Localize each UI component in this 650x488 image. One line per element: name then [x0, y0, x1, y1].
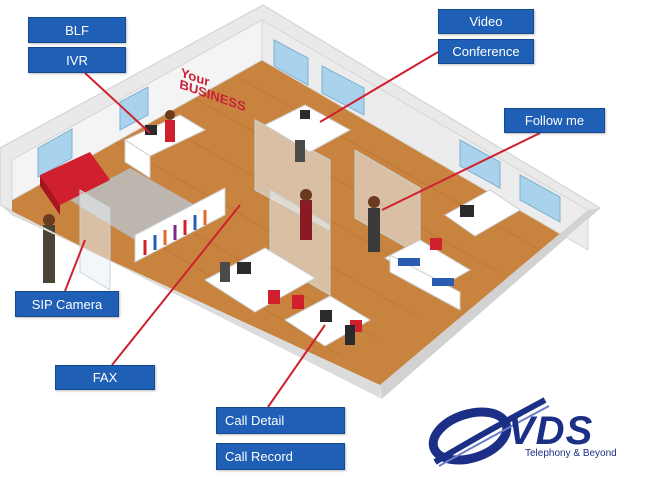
- pointer-video-conference: [319, 51, 439, 123]
- vds-logo-text: VDS: [508, 409, 594, 453]
- right-wall-edge: [380, 208, 600, 398]
- vds-tagline: Telephony & Beyond: [525, 448, 617, 459]
- pointer-call-detail: [267, 324, 326, 408]
- pointer-lines: [64, 51, 541, 408]
- white-desks: [123, 104, 521, 347]
- windows: [37, 39, 561, 223]
- call-detail-label: Call Detail: [216, 407, 345, 434]
- bookshelves: [134, 187, 461, 311]
- pointer-sip-camera: [64, 239, 86, 292]
- monitors: [145, 110, 474, 322]
- fax-label: FAX: [55, 365, 155, 390]
- call-record-label: Call Record: [216, 443, 345, 470]
- front-wall-edge: [0, 205, 380, 398]
- pointer-blf-ivr: [84, 72, 151, 134]
- blf-label: BLF: [28, 17, 126, 43]
- follow-me-label: Follow me: [504, 108, 605, 133]
- pointer-fax: [111, 204, 241, 366]
- red-chairs: [268, 238, 442, 332]
- conference-label: Conference: [438, 39, 534, 64]
- sip-camera-label: SIP Camera: [15, 291, 119, 317]
- video-label: Video: [438, 9, 534, 34]
- vds-logo-swoosh-icon: [428, 397, 550, 467]
- people: [43, 110, 380, 345]
- ivr-label: IVR: [28, 47, 126, 73]
- pointer-follow-me: [381, 132, 541, 211]
- red-sofa: [40, 152, 110, 215]
